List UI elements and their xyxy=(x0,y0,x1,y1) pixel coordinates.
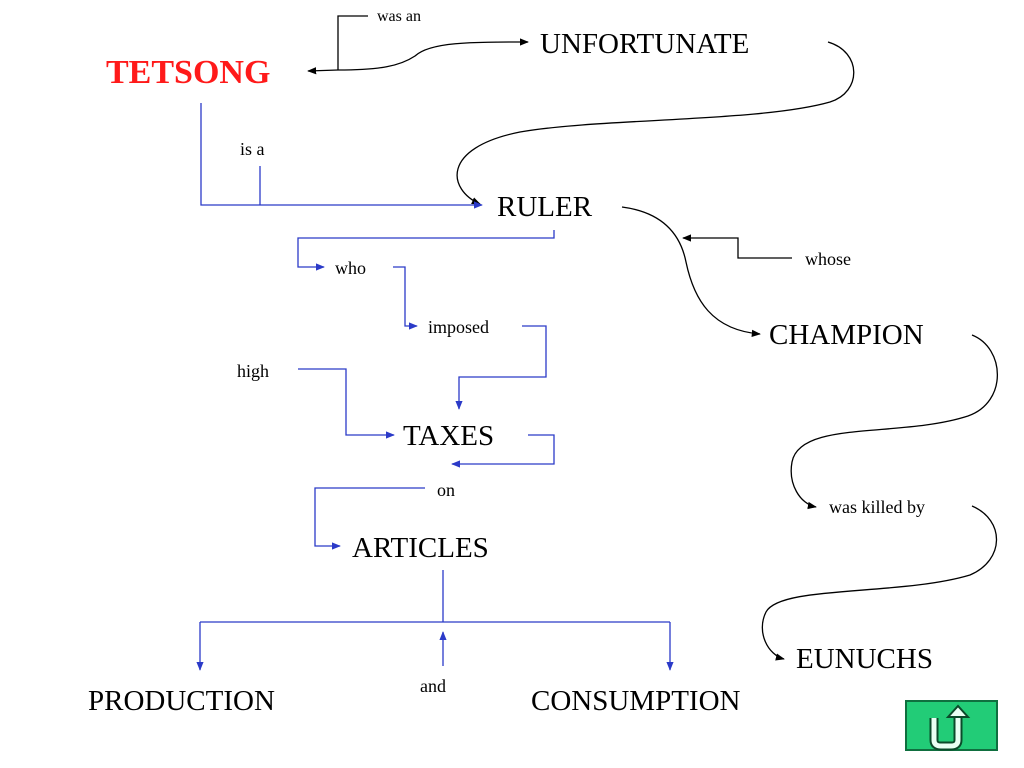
link-whose xyxy=(682,234,792,259)
node-ruler: RULER xyxy=(497,191,593,223)
link-high-taxes xyxy=(298,368,395,439)
link-label-on: on xyxy=(437,480,455,500)
link-label-and: and xyxy=(420,676,446,696)
link-champion-killed xyxy=(790,334,999,510)
link-label-was-an: was an xyxy=(377,8,421,25)
link-was-an xyxy=(307,15,529,75)
link-killed-eunuchs xyxy=(761,505,998,661)
node-tetsong: TETSONG xyxy=(106,54,271,91)
link-ruler-who xyxy=(297,230,555,271)
node-unfortunate: UNFORTUNATE xyxy=(540,28,750,60)
link-is-a xyxy=(200,103,483,209)
link-label-is-a: is a xyxy=(240,139,265,159)
link-unfortunate-ruler xyxy=(456,41,855,205)
link-imposed-taxes xyxy=(455,325,547,410)
node-champion: CHAMPION xyxy=(769,319,924,351)
link-articles-branches xyxy=(196,570,674,671)
link-ruler-champion xyxy=(621,206,761,337)
link-label-who: who xyxy=(335,258,366,278)
return-button[interactable] xyxy=(905,700,998,751)
link-label-whose: whose xyxy=(805,249,851,269)
node-taxes: TAXES xyxy=(403,420,495,452)
u-turn-return-icon xyxy=(929,704,971,751)
link-taxes-on xyxy=(451,434,555,468)
node-articles: ARTICLES xyxy=(352,532,489,564)
node-consumption: CONSUMPTION xyxy=(531,685,741,717)
link-on-articles xyxy=(314,487,425,550)
link-label-imposed: imposed xyxy=(428,317,489,337)
link-label-was-killed-by: was killed by xyxy=(829,497,925,517)
link-who-imposed xyxy=(393,266,418,330)
node-eunuchs: EUNUCHS xyxy=(796,643,933,675)
node-production: PRODUCTION xyxy=(88,685,275,717)
link-label-high: high xyxy=(237,361,270,381)
